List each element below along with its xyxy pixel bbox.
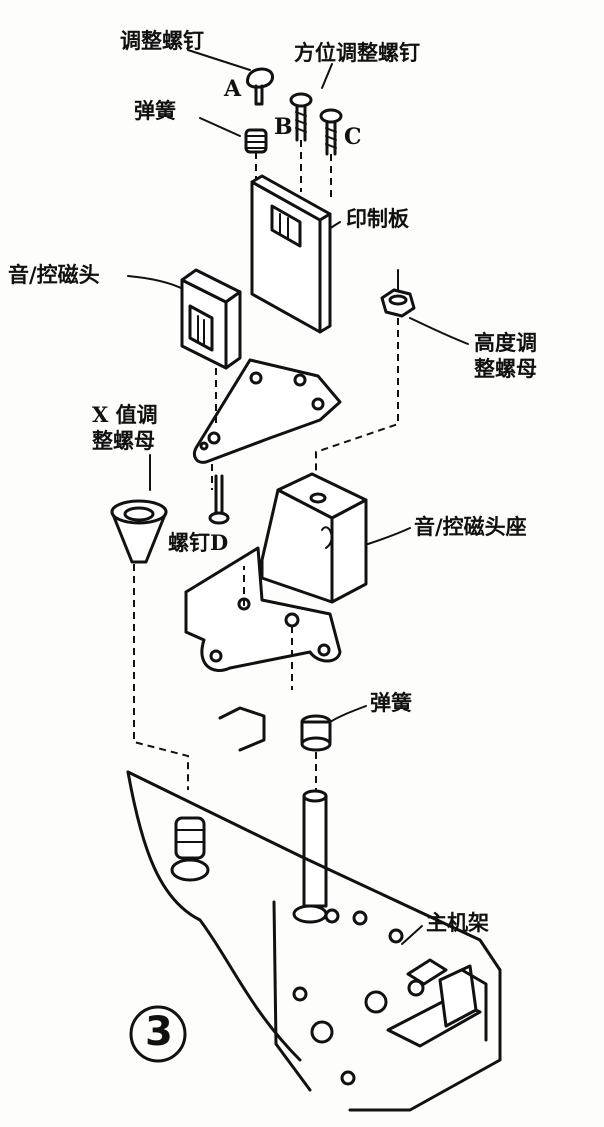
leader-azimuth-screw bbox=[321, 63, 333, 89]
bottom-spring bbox=[300, 714, 332, 752]
label-screw-d: 螺钉D bbox=[168, 530, 229, 555]
leader-head bbox=[127, 275, 186, 291]
main-frame-drawing bbox=[126, 770, 502, 1112]
label-pcb: 印制板 bbox=[346, 206, 409, 231]
figure-number: 3 bbox=[145, 1009, 173, 1055]
label-head-mount: 音/控磁头座 bbox=[414, 514, 527, 539]
top-spring bbox=[244, 128, 268, 154]
letter-a: A bbox=[224, 76, 242, 102]
x-value-nut bbox=[110, 499, 168, 564]
label-height-nut: 高度调 整螺母 bbox=[474, 330, 537, 381]
letter-b: B bbox=[274, 114, 293, 140]
base-plate bbox=[184, 546, 342, 672]
height-adjust-nut bbox=[315, 269, 416, 498]
screw-b bbox=[289, 92, 313, 142]
screw-d bbox=[208, 474, 230, 525]
label-main-frame: 主机架 bbox=[426, 910, 489, 935]
leader-main-frame bbox=[401, 925, 423, 945]
figure-number-circle bbox=[129, 1005, 187, 1063]
label-spring-top: 弹簧 bbox=[134, 98, 176, 123]
leader-head-mount bbox=[367, 527, 411, 545]
guide-post bbox=[170, 816, 210, 882]
guide-shaft bbox=[292, 789, 328, 924]
label-azimuth-screw: 方位调整螺钉 bbox=[294, 40, 420, 65]
top-plate bbox=[192, 358, 342, 464]
head-mount bbox=[260, 472, 368, 604]
audio-control-head bbox=[180, 268, 242, 370]
label-spring-bottom: 弹簧 bbox=[370, 690, 412, 715]
leader-adjust-screw bbox=[187, 49, 251, 71]
screw-c bbox=[319, 108, 343, 156]
printed-board bbox=[250, 174, 332, 334]
leader-spring-bottom bbox=[329, 705, 367, 723]
leader-height-nut bbox=[409, 317, 469, 345]
label-x-nut: X 值调 整螺母 bbox=[92, 402, 158, 453]
label-head: 音/控磁头 bbox=[8, 262, 100, 287]
letter-c: C bbox=[344, 124, 362, 150]
screw-a bbox=[246, 67, 274, 106]
leader-spring-top bbox=[199, 117, 241, 137]
label-adjust-screw: 调整螺钉 bbox=[120, 28, 204, 53]
